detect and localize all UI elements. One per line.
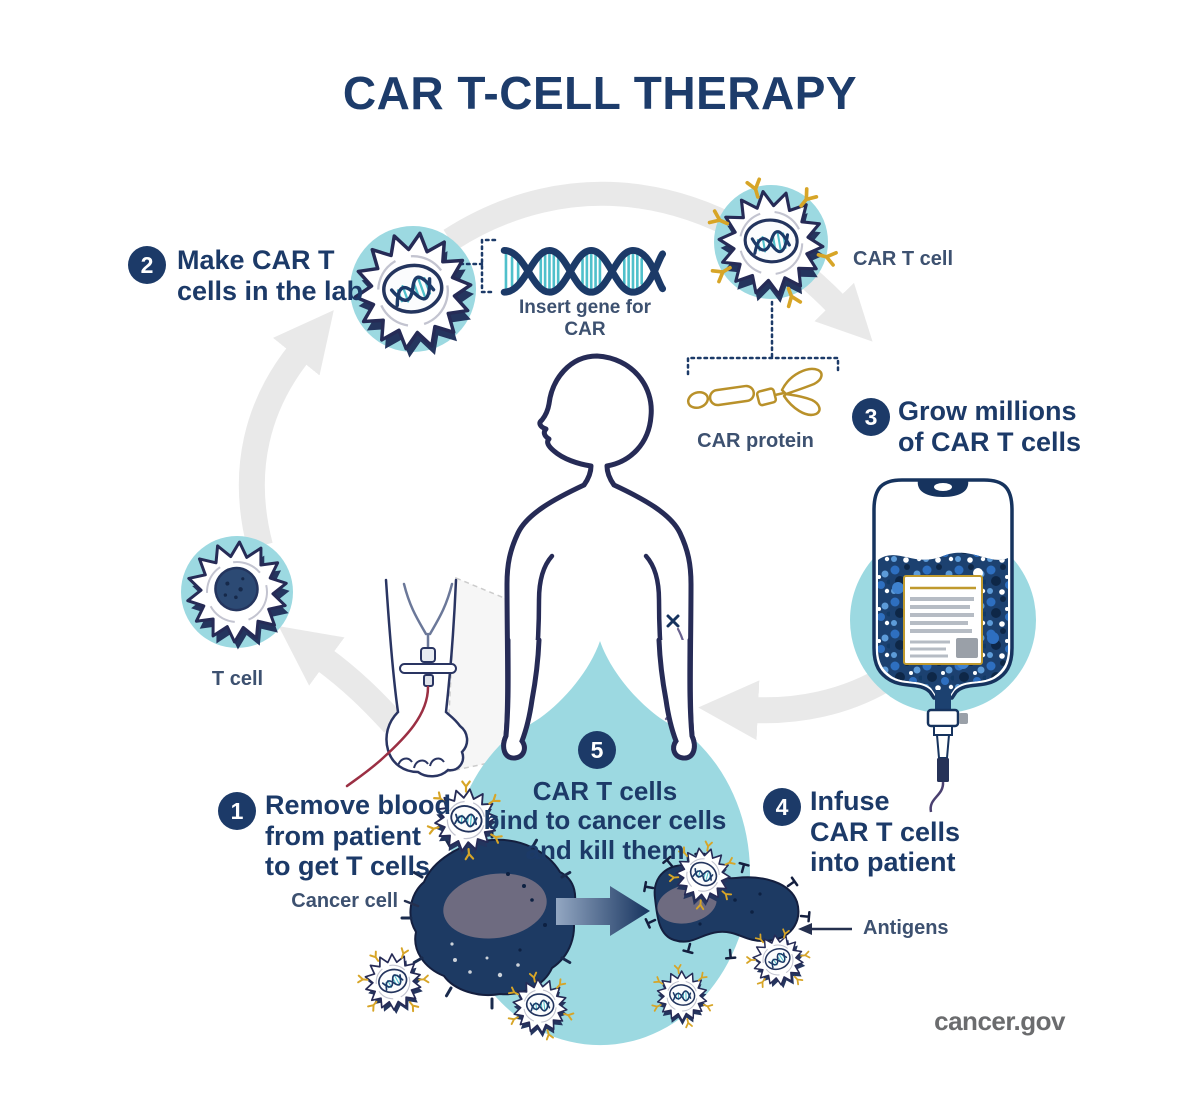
- kill-arrow: [556, 886, 650, 936]
- antigens-pointer: [798, 923, 852, 935]
- protein-bracket: [686, 356, 840, 376]
- step-4-badge: 4: [763, 788, 801, 826]
- inset-arm-outline: [384, 578, 469, 778]
- bag-label: [903, 575, 983, 665]
- car-protein-label: CAR protein: [697, 430, 814, 452]
- car-t-cell-label: CAR T cell: [853, 248, 954, 270]
- bag-hanger-hole: [934, 483, 952, 491]
- step-5-badge: 5: [578, 731, 616, 769]
- step-1-badge: 1: [218, 792, 256, 830]
- iv-bag: [872, 478, 1014, 813]
- cancer-cell-shape: [400, 826, 584, 1010]
- needle-hub: [420, 647, 436, 663]
- step-4-label: Infuse CAR T cells into patient: [810, 786, 961, 877]
- iv-site-x: [666, 614, 680, 628]
- inset-knuckles: [397, 757, 445, 769]
- lower-arms-over-droplet: [501, 637, 697, 761]
- insert-gene-label: Insert gene for CAR: [519, 297, 651, 340]
- cancer-cell-label: Cancer cell: [291, 890, 398, 912]
- gene-bracket: [480, 238, 497, 294]
- arrow-arm-to-tcell: [278, 626, 404, 733]
- dna-helix: [500, 246, 667, 296]
- antigens-label: Antigens: [863, 917, 949, 939]
- step-3-label: Grow millions of CAR T cells: [898, 396, 1082, 457]
- step-1-label: Remove blood from patient to get T cells: [265, 790, 452, 881]
- t-cell-label: T cell: [211, 668, 264, 690]
- car-protein-icon: [686, 367, 823, 417]
- needle-wings: [399, 663, 457, 674]
- step-2-label: Make CAR T cells in the lab: [177, 245, 364, 306]
- bag-port: [926, 690, 968, 813]
- blood-tube: [345, 685, 430, 788]
- needle-port: [423, 674, 434, 687]
- source-credit: cancer.gov: [934, 1006, 1065, 1036]
- arrow-tcell-to-step2: [238, 310, 334, 550]
- arrow-bag-to-patient: [698, 664, 897, 741]
- page-title: CAR T-CELL THERAPY: [342, 67, 858, 119]
- cancer-scene: [352, 772, 852, 1043]
- cancer-cell-pointer: [403, 899, 420, 908]
- step-5-label: CAR T cells bind to cancer cells and kil…: [483, 776, 727, 865]
- step-2-badge: 2: [128, 246, 166, 284]
- step-3-badge: 3: [852, 398, 890, 436]
